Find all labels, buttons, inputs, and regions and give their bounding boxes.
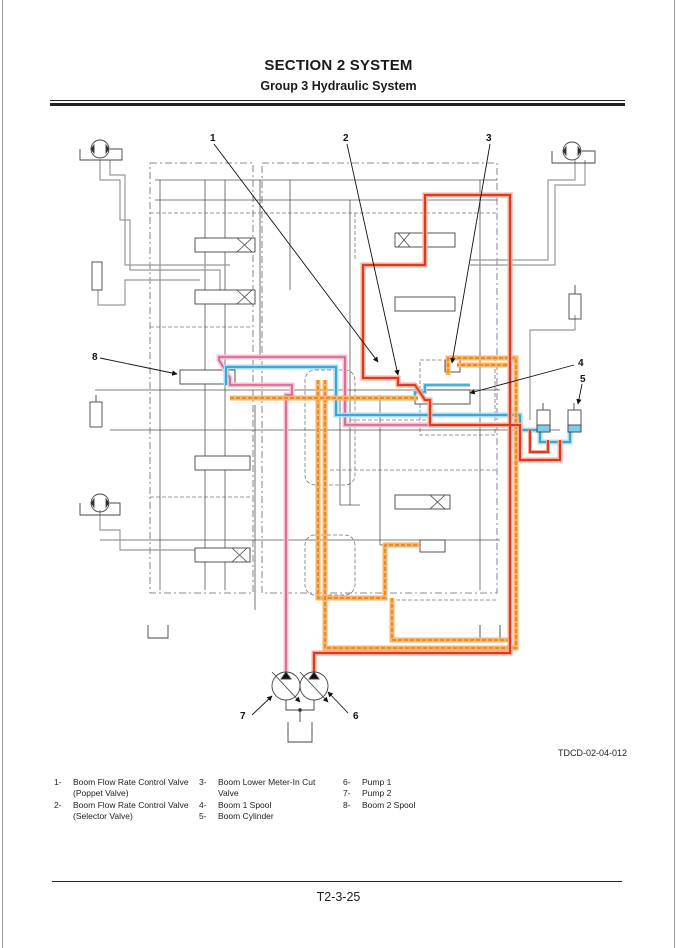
legend-line: Boom Lower Meter-In Cut — [218, 777, 316, 787]
legend-text: Boom Flow Rate Control Valve (Selector V… — [73, 800, 189, 823]
legend-item: 8- Boom 2 Spool — [343, 800, 415, 811]
legend-text: Boom 2 Spool — [362, 799, 416, 810]
pump-2-symbol — [271, 671, 301, 703]
travel-motor-top-left — [79, 139, 123, 161]
legend-item: 1- Boom Flow Rate Control Valve (Poppet … — [54, 777, 189, 800]
callout-8: 8 — [92, 352, 98, 363]
legend-line: (Selector Valve) — [73, 811, 133, 822]
callout-5: 5 — [580, 374, 586, 385]
legend-text: Boom Lower Meter-In Cut Valve — [218, 777, 315, 800]
swing-motor-lower-left — [79, 493, 121, 516]
figure-id: TDCD-02-04-012 — [558, 748, 628, 758]
header-rule-thick — [50, 103, 625, 106]
legend-text: Boom Cylinder — [218, 811, 274, 822]
gray-double-lines — [97, 160, 586, 551]
return-flow-line — [230, 355, 519, 651]
accumulator-left — [91, 261, 103, 291]
legend-line: (Poppet Valve) — [73, 788, 129, 799]
callout-7: 7 — [240, 711, 246, 722]
arm-cylinder-left — [89, 395, 103, 428]
callout-2: 2 — [343, 133, 349, 144]
legend-column-2: 3- Boom Lower Meter-In Cut Valve 4- Boom… — [199, 777, 315, 823]
page-number: T2-3-25 — [316, 890, 361, 904]
legend-line: Boom Flow Rate Control Valve — [73, 799, 189, 810]
boom-cylinder-2 — [567, 403, 582, 433]
spool-cross-marks — [231, 232, 446, 563]
legend-line: Boom Flow Rate Control Valve — [73, 777, 189, 787]
legend-num: 5- — [199, 811, 207, 822]
footer-rule — [52, 881, 622, 882]
pump-drain — [285, 700, 315, 722]
legend-item: 6- Pump 1 — [343, 777, 415, 788]
legend-column-3: 6- Pump 1 7- Pump 2 8- Boom 2 Spool — [343, 777, 415, 811]
bucket-cylinder-right — [568, 285, 582, 320]
legend-num: 6- — [343, 777, 351, 787]
travel-motor-top-right — [551, 141, 596, 164]
legend-num: 2- — [54, 799, 62, 810]
legend-text: Boom 1 Spool — [218, 799, 272, 810]
legend-item: 5- Boom Cylinder — [199, 811, 315, 822]
page-border-left — [2, 0, 3, 948]
legend-num: 1- — [54, 777, 62, 787]
hydraulic-schematic: 1 2 3 4 5 6 7 8 — [79, 133, 596, 743]
callout-numbers: 1 2 3 4 5 6 7 8 — [92, 133, 586, 722]
page-border-right — [674, 0, 675, 948]
legend-item: 3- Boom Lower Meter-In Cut Valve — [199, 777, 315, 800]
legend-column-1: 1- Boom Flow Rate Control Valve (Poppet … — [54, 777, 189, 823]
legend-num: 8- — [343, 799, 351, 810]
legend-num: 4- — [199, 799, 207, 810]
legend-num: 3- — [199, 777, 207, 787]
callout-1: 1 — [210, 133, 216, 144]
callout-leaders — [99, 143, 583, 716]
pump1-flow-line — [311, 192, 563, 672]
legend-num: 7- — [343, 788, 351, 799]
legend-line: Valve — [218, 788, 239, 799]
callout-3: 3 — [486, 133, 492, 144]
legend-text: Pump 2 — [362, 788, 392, 799]
callout-4: 4 — [578, 358, 584, 369]
legend-item: 4- Boom 1 Spool — [199, 800, 315, 811]
boom-cylinder-1 — [536, 403, 551, 433]
section-title: SECTION 2 SYSTEM — [264, 57, 413, 74]
legend-item: 2- Boom Flow Rate Control Valve (Selecto… — [54, 800, 189, 823]
group-title: Group 3 Hydraulic System — [260, 79, 417, 93]
valve-block-boundary — [149, 162, 498, 594]
legend-item: 7- Pump 2 — [343, 788, 415, 799]
header-rule-thin — [50, 100, 625, 101]
legend-text: Pump 1 — [362, 777, 392, 787]
callout-6: 6 — [353, 711, 359, 722]
legend-text: Boom Flow Rate Control Valve (Poppet Val… — [73, 777, 189, 800]
pump2-flow-line — [216, 354, 520, 672]
pump-1-symbol — [299, 671, 329, 703]
